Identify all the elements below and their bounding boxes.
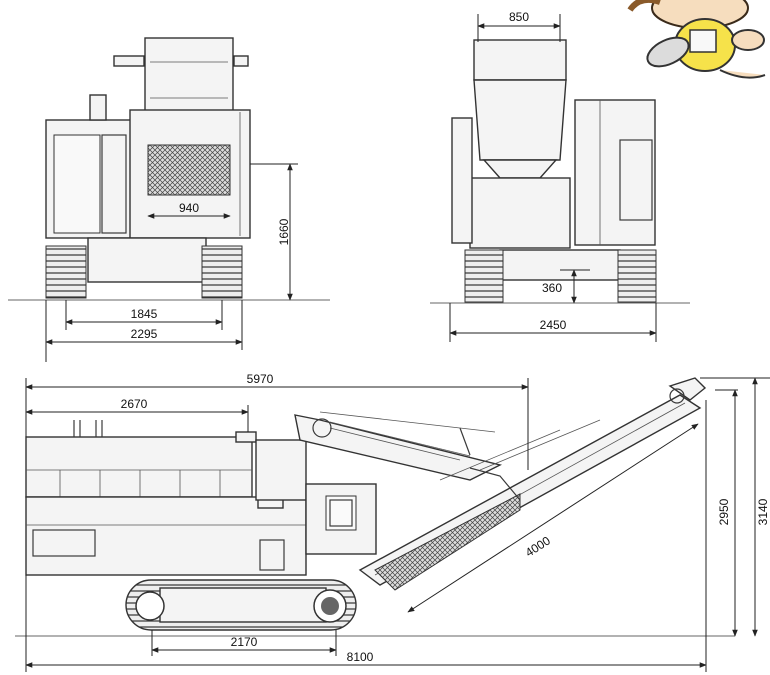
cartoon-character-illustration bbox=[627, 0, 766, 79]
front-view: 940 1660 1845 2295 bbox=[8, 37, 330, 362]
dim-side-5970: 5970 bbox=[247, 372, 274, 386]
dim-side-2170: 2170 bbox=[231, 635, 258, 649]
side-view: 5970 2670 4000 2950 3140 2170 8100 bbox=[15, 372, 770, 672]
dim-side-8100: 8100 bbox=[347, 650, 374, 664]
rear-right-track bbox=[617, 249, 657, 303]
rear-side-box bbox=[574, 99, 656, 246]
dim-side-3140: 3140 bbox=[756, 498, 770, 525]
side-chassis bbox=[25, 496, 307, 576]
dim-rear-2450: 2450 bbox=[540, 318, 567, 332]
front-screen-mesh bbox=[147, 144, 231, 196]
front-right-track bbox=[201, 245, 243, 299]
front-undercarriage bbox=[87, 237, 207, 283]
dim-front-1660: 1660 bbox=[277, 218, 291, 245]
rear-hopper bbox=[473, 39, 567, 81]
side-conveyor-mesh bbox=[374, 493, 521, 591]
dim-front-2295: 2295 bbox=[131, 327, 158, 341]
rear-left-track bbox=[464, 249, 504, 303]
dim-side-2950: 2950 bbox=[717, 498, 731, 525]
dim-side-4000: 4000 bbox=[523, 533, 553, 559]
dim-rear-850: 850 bbox=[509, 10, 529, 24]
dim-side-2670: 2670 bbox=[121, 397, 148, 411]
dim-front-940: 940 bbox=[179, 201, 199, 215]
front-left-track bbox=[45, 245, 87, 299]
front-hopper bbox=[144, 37, 234, 114]
rear-view: 850 360 2450 bbox=[430, 10, 690, 342]
dim-front-1845: 1845 bbox=[131, 307, 158, 321]
side-tower bbox=[255, 439, 307, 501]
dim-rear-360: 360 bbox=[542, 281, 562, 295]
side-upper-conveyor bbox=[294, 414, 503, 481]
